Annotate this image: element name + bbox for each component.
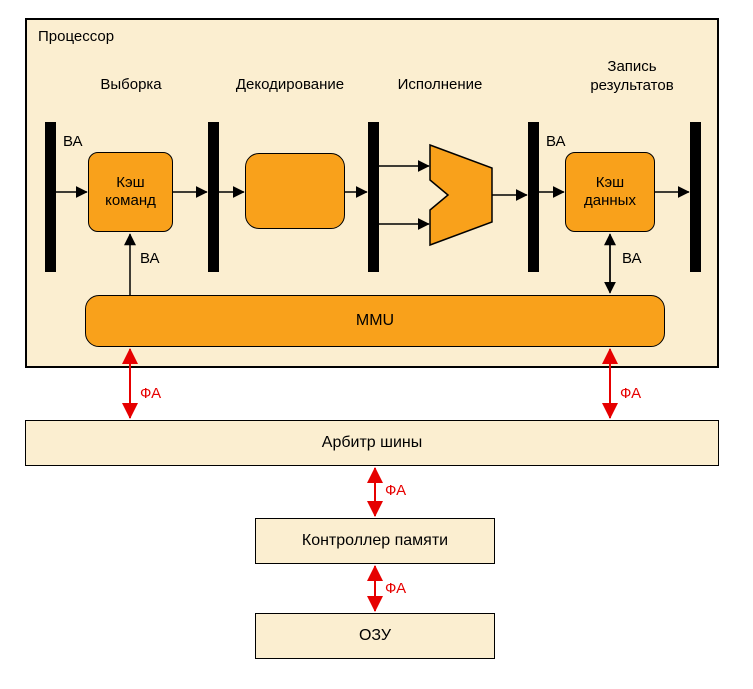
- icache-block: Кэш команд: [88, 152, 173, 232]
- pipeline-register-3: [368, 122, 379, 272]
- dcache-block: Кэш данных: [565, 152, 655, 232]
- stage-label-writeback: Запись результатов: [590, 58, 674, 94]
- pipeline-register-5: [690, 122, 701, 272]
- pipeline-register-2: [208, 122, 219, 272]
- bus-arbiter-block: Арбитр шины: [25, 420, 719, 466]
- ram-block: ОЗУ: [255, 613, 495, 659]
- va-label-fetch-top: ВА: [63, 133, 83, 150]
- bus-arbiter-label: Арбитр шины: [321, 434, 423, 451]
- va-label-writeback-top: ВА: [546, 133, 566, 150]
- pipeline-register-4: [528, 122, 539, 272]
- stage-label-fetch: Выборка: [100, 76, 162, 93]
- pipeline-register-1: [45, 122, 56, 272]
- memory-controller-block: Контроллер памяти: [255, 518, 495, 564]
- ram-label: ОЗУ: [358, 627, 392, 644]
- memory-controller-label: Контроллер памяти: [301, 532, 449, 549]
- va-label-dcache-mmu: ВА: [622, 250, 642, 267]
- mmu-block: MMU: [85, 295, 665, 347]
- va-label-icache-mmu: ВА: [140, 250, 160, 267]
- mmu-label: MMU: [355, 312, 395, 330]
- decode-block: [245, 153, 345, 229]
- icache-label: Кэш команд: [105, 174, 156, 209]
- fa-label-left: ФА: [140, 385, 162, 402]
- stage-label-execute: Исполнение: [397, 76, 483, 93]
- fa-label-arbiter-memctrl: ФА: [385, 482, 407, 499]
- stage-label-decode: Декодирование: [235, 76, 345, 93]
- dcache-label: Кэш данных: [584, 174, 636, 209]
- fa-label-memctrl-ram: ФА: [385, 580, 407, 597]
- processor-label: Процессор: [38, 28, 115, 45]
- fa-label-right: ФА: [620, 385, 642, 402]
